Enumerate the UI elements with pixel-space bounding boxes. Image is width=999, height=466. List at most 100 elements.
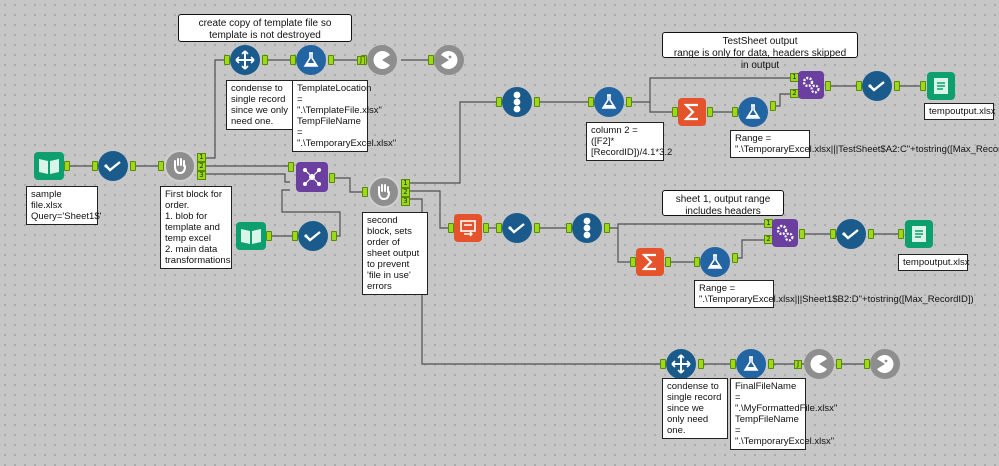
input-anchor[interactable] — [158, 161, 164, 171]
union-tool[interactable] — [296, 162, 328, 192]
output-anchor[interactable] — [266, 231, 272, 241]
output-data-tool-2[interactable] — [905, 220, 933, 248]
sigma-icon — [684, 103, 698, 121]
output-anchor-1[interactable]: 1 — [401, 179, 410, 188]
input-anchor[interactable] — [730, 359, 736, 369]
blob-input-tool-top[interactable] — [434, 45, 464, 75]
output-anchor[interactable] — [64, 161, 70, 171]
input-anchor[interactable] — [856, 81, 862, 91]
formula-tool-col2[interactable] — [594, 87, 624, 117]
output-anchor[interactable] — [707, 107, 713, 117]
input-anchor[interactable] — [496, 97, 502, 107]
blob-output-tool-bottom[interactable] — [804, 349, 834, 379]
output-anchor[interactable] — [770, 101, 776, 111]
input-anchor[interactable] — [292, 231, 298, 241]
output-anchor[interactable] — [868, 229, 874, 239]
output-anchor[interactable] — [331, 231, 337, 241]
output-anchor-2[interactable]: 2 — [401, 188, 410, 197]
dynamic-rename-tool[interactable] — [454, 214, 482, 242]
input-data-tool[interactable] — [34, 152, 64, 180]
input-anchor[interactable] — [496, 223, 502, 233]
input-anchor[interactable] — [428, 55, 434, 65]
output-anchor[interactable] — [534, 223, 540, 233]
input-anchor[interactable] — [92, 161, 98, 171]
summarize-tool-2[interactable] — [636, 248, 664, 276]
output-anchor-3[interactable]: 3 — [401, 197, 410, 206]
output-anchor[interactable] — [534, 97, 540, 107]
input-anchor[interactable] — [362, 187, 368, 197]
input-anchor[interactable] — [566, 223, 572, 233]
join-tool-bottom[interactable] — [772, 219, 798, 247]
output-anchor[interactable] — [483, 223, 489, 233]
output-anchor-3[interactable]: 3 — [197, 171, 206, 180]
output-anchor[interactable] — [836, 359, 842, 369]
output-anchor[interactable] — [732, 253, 738, 263]
input-anchor[interactable] — [672, 107, 678, 117]
input-anchor[interactable] — [732, 107, 738, 117]
select-tool-2[interactable] — [298, 221, 328, 251]
input-anchor[interactable] — [290, 55, 296, 65]
formula-tool-bottom[interactable] — [736, 349, 766, 379]
input-anchor[interactable] — [830, 229, 836, 239]
rename-icon — [460, 220, 476, 237]
input-anchor[interactable] — [224, 55, 230, 65]
input-anchor[interactable] — [864, 359, 870, 369]
block-until-done-tool-2[interactable] — [368, 176, 400, 208]
formula-tool-range-sheet1[interactable] — [700, 247, 730, 277]
flask-icon — [745, 104, 761, 119]
summarize-tool[interactable] — [678, 98, 706, 126]
input-anchor[interactable] — [660, 359, 666, 369]
output-anchor[interactable] — [665, 257, 671, 267]
output-anchor[interactable] — [698, 359, 704, 369]
record-id-tool-bottom[interactable] — [572, 213, 602, 243]
output-anchor[interactable] — [799, 229, 805, 239]
checkmark-icon — [104, 161, 121, 172]
annotation-range-sheet1: Range = ".\TemporaryExcel.xlsx|||Sheet1$… — [694, 280, 974, 308]
formula-tool-top[interactable] — [296, 45, 326, 75]
output-anchor[interactable] — [130, 161, 136, 171]
formula-tool-range-testsheet[interactable] — [738, 97, 768, 127]
input-data-tool-2[interactable] — [236, 222, 266, 250]
flask-icon — [707, 254, 723, 269]
join-tool-top[interactable] — [798, 71, 824, 99]
annotation-formula-top: TemplateLocation = ".\TemplateFile.xlsx"… — [292, 80, 396, 152]
output-anchor[interactable] — [626, 97, 632, 107]
book-icon — [241, 229, 261, 244]
input-anchor[interactable] — [630, 257, 636, 267]
output-anchor[interactable] — [604, 223, 610, 233]
comment-sheet1-output[interactable]: sheet 1, output range includes headers — [662, 190, 784, 217]
select-tool-3[interactable] — [502, 213, 532, 243]
input-anchor[interactable] — [288, 162, 294, 172]
comment-template-copy[interactable]: create copy of template file so template… — [178, 14, 352, 42]
output-anchor[interactable] — [768, 359, 774, 369]
input-anchor[interactable] — [920, 81, 926, 91]
input-anchor[interactable] — [448, 223, 454, 233]
comment-testsheet-output[interactable]: TestSheet output range is only for data,… — [662, 32, 858, 71]
select-tool-output-top[interactable] — [862, 71, 892, 101]
block-until-done-tool[interactable] — [164, 150, 196, 182]
annotation-block-2: second block, sets order of sheet output… — [362, 212, 428, 295]
gears-icon — [802, 76, 820, 94]
anchor-j[interactable]: J — [357, 56, 365, 65]
output-anchor[interactable] — [894, 81, 900, 91]
blob-output-tool-top[interactable] — [367, 45, 397, 75]
input-anchor[interactable] — [588, 97, 594, 107]
output-anchor-1[interactable]: 1 — [197, 153, 206, 162]
output-anchor[interactable] — [329, 173, 335, 183]
output-anchor-2[interactable]: 2 — [197, 162, 206, 171]
summarize-tool-top[interactable] — [230, 45, 260, 75]
output-data-tool-1[interactable] — [927, 72, 955, 100]
output-anchor[interactable] — [262, 55, 268, 65]
blob-input-tool-bottom[interactable] — [870, 349, 900, 379]
select-tool[interactable] — [98, 151, 128, 181]
anchor-j[interactable]: J — [794, 360, 802, 369]
input-anchor[interactable] — [898, 229, 904, 239]
record-id-tool-top[interactable] — [502, 87, 532, 117]
select-tool-output-bottom[interactable] — [836, 219, 866, 249]
output-anchor[interactable] — [328, 55, 334, 65]
output-anchor[interactable] — [825, 81, 831, 91]
summarize-tool-bottom[interactable] — [666, 349, 696, 379]
input-anchor[interactable] — [694, 257, 700, 267]
